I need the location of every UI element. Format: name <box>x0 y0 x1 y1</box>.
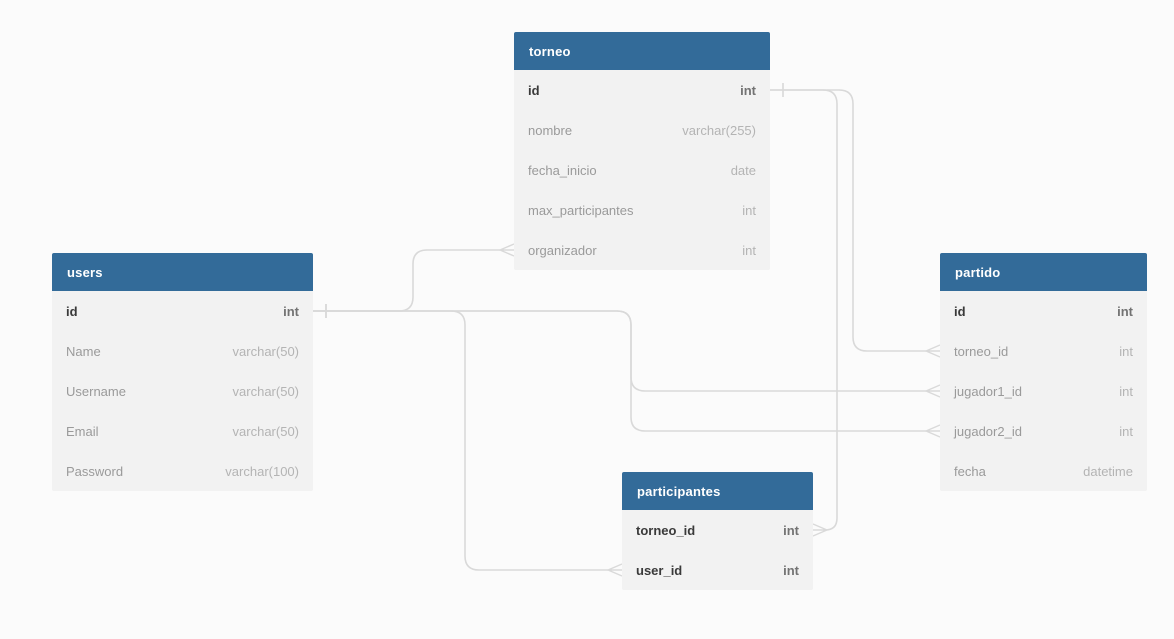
relationship-users-id-to-torneo-organizador[interactable] <box>313 243 515 318</box>
field-row-partido-torneo-id[interactable]: torneo_id int <box>940 331 1147 371</box>
relationship-users-id-to-partido-jugador2-id[interactable] <box>313 304 941 438</box>
field-row-users-email[interactable]: Email varchar(50) <box>52 411 313 451</box>
field-row-partido-jugador1-id[interactable]: jugador1_id int <box>940 371 1147 411</box>
field-row-torneo-max-participantes[interactable]: max_participantes int <box>514 190 770 230</box>
field-type: date <box>730 162 756 178</box>
field-type: int <box>740 82 756 98</box>
field-row-torneo-id[interactable]: id int <box>514 70 770 110</box>
table-torneo[interactable]: torneo id int nombre varchar(255) fecha_inici… <box>514 32 770 270</box>
relationship-line[interactable] <box>313 310 926 392</box>
field-name: id <box>528 82 540 98</box>
crows-foot-many-icon <box>607 563 623 577</box>
field-type: int <box>1119 343 1133 359</box>
relationship-users-id-to-participantes-user-id[interactable] <box>313 304 623 577</box>
field-type: int <box>1119 383 1133 399</box>
field-name: user_id <box>636 562 683 578</box>
table-title: users <box>67 264 103 280</box>
field-name: Password <box>66 463 124 479</box>
field-type: varchar(100) <box>225 463 299 479</box>
field-type: varchar(50) <box>232 383 299 399</box>
field-name: jugador2_id <box>954 423 1022 439</box>
table-header-torneo[interactable]: torneo <box>514 32 770 70</box>
field-name: fecha <box>954 463 986 479</box>
field-name: max_participantes <box>528 202 634 218</box>
field-name: nombre <box>528 122 573 138</box>
table-header-users[interactable]: users <box>52 253 313 291</box>
field-type: varchar(50) <box>232 423 299 439</box>
relationship-torneo-id-to-partido-torneo-id[interactable] <box>770 83 941 358</box>
field-name: torneo_id <box>636 522 696 538</box>
relationship-line[interactable] <box>770 89 838 531</box>
field-row-torneo-organizador[interactable]: organizador int <box>514 230 770 270</box>
table-header-partido[interactable]: partido <box>940 253 1147 291</box>
field-type: int <box>742 242 756 258</box>
field-row-torneo-nombre[interactable]: nombre varchar(255) <box>514 110 770 150</box>
table-title: partido <box>955 264 1001 280</box>
relationship-users-id-to-partido-jugador1-id[interactable] <box>313 304 941 398</box>
field-row-participantes-user-id[interactable]: user_id int <box>622 550 813 590</box>
field-type: varchar(255) <box>682 122 756 138</box>
field-row-users-id[interactable]: id int <box>52 291 313 331</box>
table-title: torneo <box>529 43 571 59</box>
table-title: participantes <box>637 483 721 499</box>
crows-foot-many-icon <box>925 384 941 398</box>
field-type: int <box>742 202 756 218</box>
field-name: id <box>954 303 966 319</box>
relationship-line[interactable] <box>313 310 608 571</box>
field-row-participantes-torneo-id[interactable]: torneo_id int <box>622 510 813 550</box>
field-name: Name <box>66 343 101 359</box>
crows-foot-many-icon <box>925 424 941 438</box>
relationship-torneo-id-to-participantes-torneo-id[interactable] <box>770 83 838 537</box>
relationship-line[interactable] <box>313 249 500 312</box>
relationship-line[interactable] <box>770 89 926 352</box>
field-name: Email <box>66 423 99 439</box>
table-header-participantes[interactable]: participantes <box>622 472 813 510</box>
field-row-users-username[interactable]: Username varchar(50) <box>52 371 313 411</box>
field-row-partido-id[interactable]: id int <box>940 291 1147 331</box>
field-name: fecha_inicio <box>528 162 597 178</box>
field-name: jugador1_id <box>954 383 1022 399</box>
crows-foot-many-icon <box>812 523 828 537</box>
field-row-partido-jugador2-id[interactable]: jugador2_id int <box>940 411 1147 451</box>
crows-foot-many-icon <box>499 243 515 257</box>
field-type: int <box>283 303 299 319</box>
relationship-line[interactable] <box>313 310 926 432</box>
field-row-torneo-fecha-inicio[interactable]: fecha_inicio date <box>514 150 770 190</box>
field-name: id <box>66 303 78 319</box>
field-type: int <box>783 522 799 538</box>
field-type: int <box>783 562 799 578</box>
field-type: int <box>1117 303 1133 319</box>
field-name: Username <box>66 383 126 399</box>
field-name: torneo_id <box>954 343 1009 359</box>
field-type: int <box>1119 423 1133 439</box>
field-name: organizador <box>528 242 597 258</box>
field-type: datetime <box>1083 463 1133 479</box>
crows-foot-many-icon <box>925 344 941 358</box>
field-row-users-password[interactable]: Password varchar(100) <box>52 451 313 491</box>
field-row-partido-fecha[interactable]: fecha datetime <box>940 451 1147 491</box>
field-type: varchar(50) <box>232 343 299 359</box>
field-row-users-name[interactable]: Name varchar(50) <box>52 331 313 371</box>
